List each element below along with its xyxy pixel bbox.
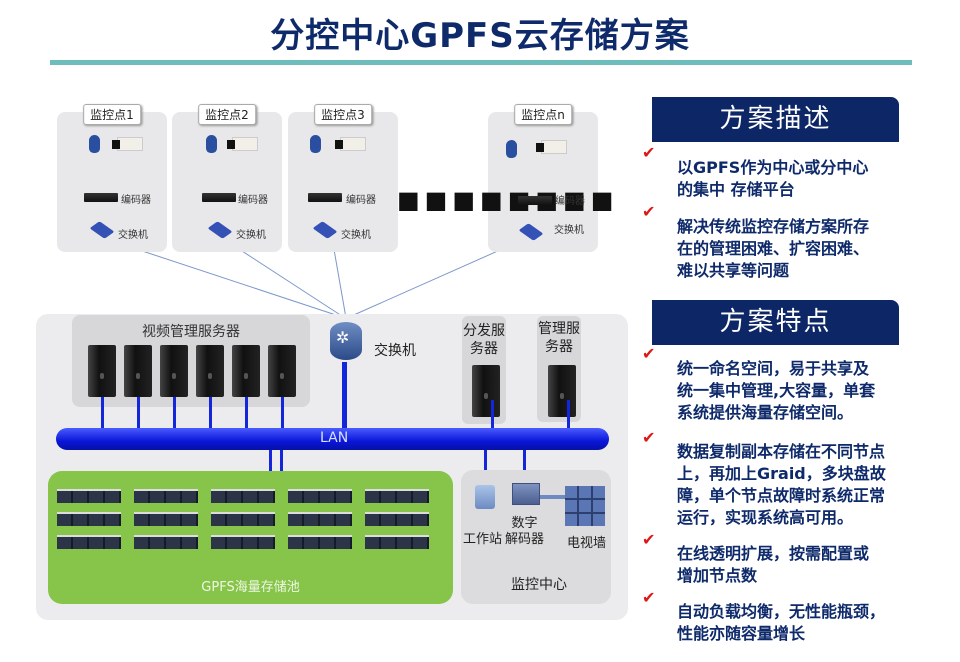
monitoring-site-1: 监控点1: [57, 104, 167, 252]
encoder-label: 编码器: [346, 195, 376, 206]
check-icon: ✔: [642, 202, 656, 221]
box-camera-icon: [227, 137, 258, 151]
feature-item: 在线透明扩展，按需配置或 增加节点数: [677, 544, 870, 585]
more-sites-ellipsis: ■■■■■■■■: [397, 186, 619, 214]
switch-label: 交换机: [118, 230, 148, 241]
encoder-icon: [84, 193, 118, 202]
management-server-label: 管理服 务器: [538, 321, 580, 355]
encoder-label: 编码器: [555, 196, 585, 207]
tv-wall-icon: [565, 486, 605, 526]
server-lan-link: [101, 397, 104, 429]
encoder-icon: [308, 193, 342, 202]
monitoring-site-n: 监控点n: [488, 104, 598, 252]
switch-label: 交换机: [236, 230, 266, 241]
server-lan-link: [281, 397, 284, 429]
video-management-server-icon: [88, 345, 116, 397]
digital-decoder-icon: [512, 483, 540, 505]
video-management-server-icon: [124, 345, 152, 397]
link-lan-decoder: [523, 450, 526, 484]
storage-node-icon: [365, 512, 429, 526]
check-icon: ✔: [642, 530, 656, 549]
storage-node-icon: [57, 489, 121, 503]
encoder-label: 编码器: [238, 195, 268, 206]
dome-camera-icon: [206, 135, 217, 153]
video-management-servers-label: 视频管理服务器: [142, 324, 240, 340]
distribution-server-label: 分发服 务器: [463, 323, 505, 357]
storage-node-icon: [134, 512, 198, 526]
feature-item: 统一命名空间，易于共享及 统一集中管理,大容量，单套 系统提供海量存储空间。: [677, 359, 876, 422]
core-switch-label: 交换机: [374, 343, 416, 359]
features-heading: 方案特点: [652, 300, 899, 345]
encoder-icon: [518, 196, 552, 205]
video-management-server-icon: [268, 345, 296, 397]
video-management-server-icon: [196, 345, 224, 397]
check-icon: ✔: [642, 143, 656, 162]
core-switch-icon: ✲: [330, 322, 362, 360]
check-icon: ✔: [642, 344, 656, 363]
lan-bus: [56, 428, 609, 450]
storage-node-icon: [288, 512, 352, 526]
link-lan-workstation: [484, 450, 487, 487]
storage-node-icon: [365, 489, 429, 503]
video-management-server-icon: [160, 345, 188, 397]
tv-wall-label: 电视墙: [567, 536, 607, 551]
description-item: 解决传统监控存储方案所存 在的管理困难、扩容困难、 难以共享等问题: [677, 217, 870, 280]
encoder-icon: [202, 193, 236, 202]
site-label: 监控点2: [198, 104, 256, 125]
link-mgmt-lan: [567, 400, 570, 430]
box-camera-icon: [112, 137, 143, 151]
server-lan-link: [173, 397, 176, 429]
management-server-icon: [548, 365, 576, 417]
storage-node-icon: [57, 512, 121, 526]
box-camera-icon: [536, 140, 567, 154]
title-divider: [50, 60, 912, 65]
storage-node-icon: [134, 489, 198, 503]
link-lan-pool-b: [280, 450, 283, 471]
dome-camera-icon: [506, 140, 517, 158]
site-label: 监控点1: [83, 104, 141, 125]
distribution-server-icon: [472, 365, 500, 417]
storage-node-icon: [288, 535, 352, 549]
storage-node-icon: [365, 535, 429, 549]
switch-label: 交换机: [341, 230, 371, 241]
link-core-lan: [342, 362, 347, 430]
link-dist-lan: [491, 400, 494, 430]
description-heading: 方案描述: [652, 97, 899, 142]
site-label: 监控点n: [514, 104, 572, 125]
monitor-center-label: 监控中心: [511, 577, 567, 593]
storage-node-icon: [57, 535, 121, 549]
server-lan-link: [137, 397, 140, 429]
box-camera-icon: [335, 137, 366, 151]
switch-label: 交换机: [554, 225, 584, 236]
check-icon: ✔: [642, 588, 656, 607]
server-lan-link: [245, 397, 248, 429]
storage-pool-label: GPFS海量存储池: [201, 580, 300, 595]
workstation-label: 工作站: [463, 532, 503, 547]
feature-item: 数据复制副本存储在不同节点 上，再加上Graid，多块盘故 障，单个节点故障时系…: [677, 442, 886, 527]
decoder-label: 数字 解码器: [505, 516, 545, 547]
storage-node-icon: [288, 489, 352, 503]
monitoring-site-3: 监控点3: [288, 104, 398, 252]
storage-node-icon: [211, 512, 275, 526]
encoder-label: 编码器: [121, 195, 151, 206]
workstation-icon: [475, 485, 495, 509]
decoder-tvwall-link: [540, 495, 566, 499]
storage-node-icon: [134, 535, 198, 549]
dome-camera-icon: [89, 135, 100, 153]
link-lan-pool-a: [269, 450, 272, 471]
site-label: 监控点3: [314, 104, 372, 125]
video-management-server-icon: [232, 345, 260, 397]
check-icon: ✔: [642, 428, 656, 447]
storage-node-icon: [211, 489, 275, 503]
feature-item: 自动负载均衡，无性能瓶颈， 性能亦随容量增长: [677, 602, 886, 643]
storage-node-icon: [211, 535, 275, 549]
page-title: 分控中心GPFS云存储方案: [270, 16, 690, 56]
description-item: 以GPFS作为中心或分中心 的集中 存储平台: [677, 158, 869, 199]
dome-camera-icon: [310, 135, 321, 153]
lan-label: LAN: [320, 430, 349, 446]
server-lan-link: [209, 397, 212, 429]
